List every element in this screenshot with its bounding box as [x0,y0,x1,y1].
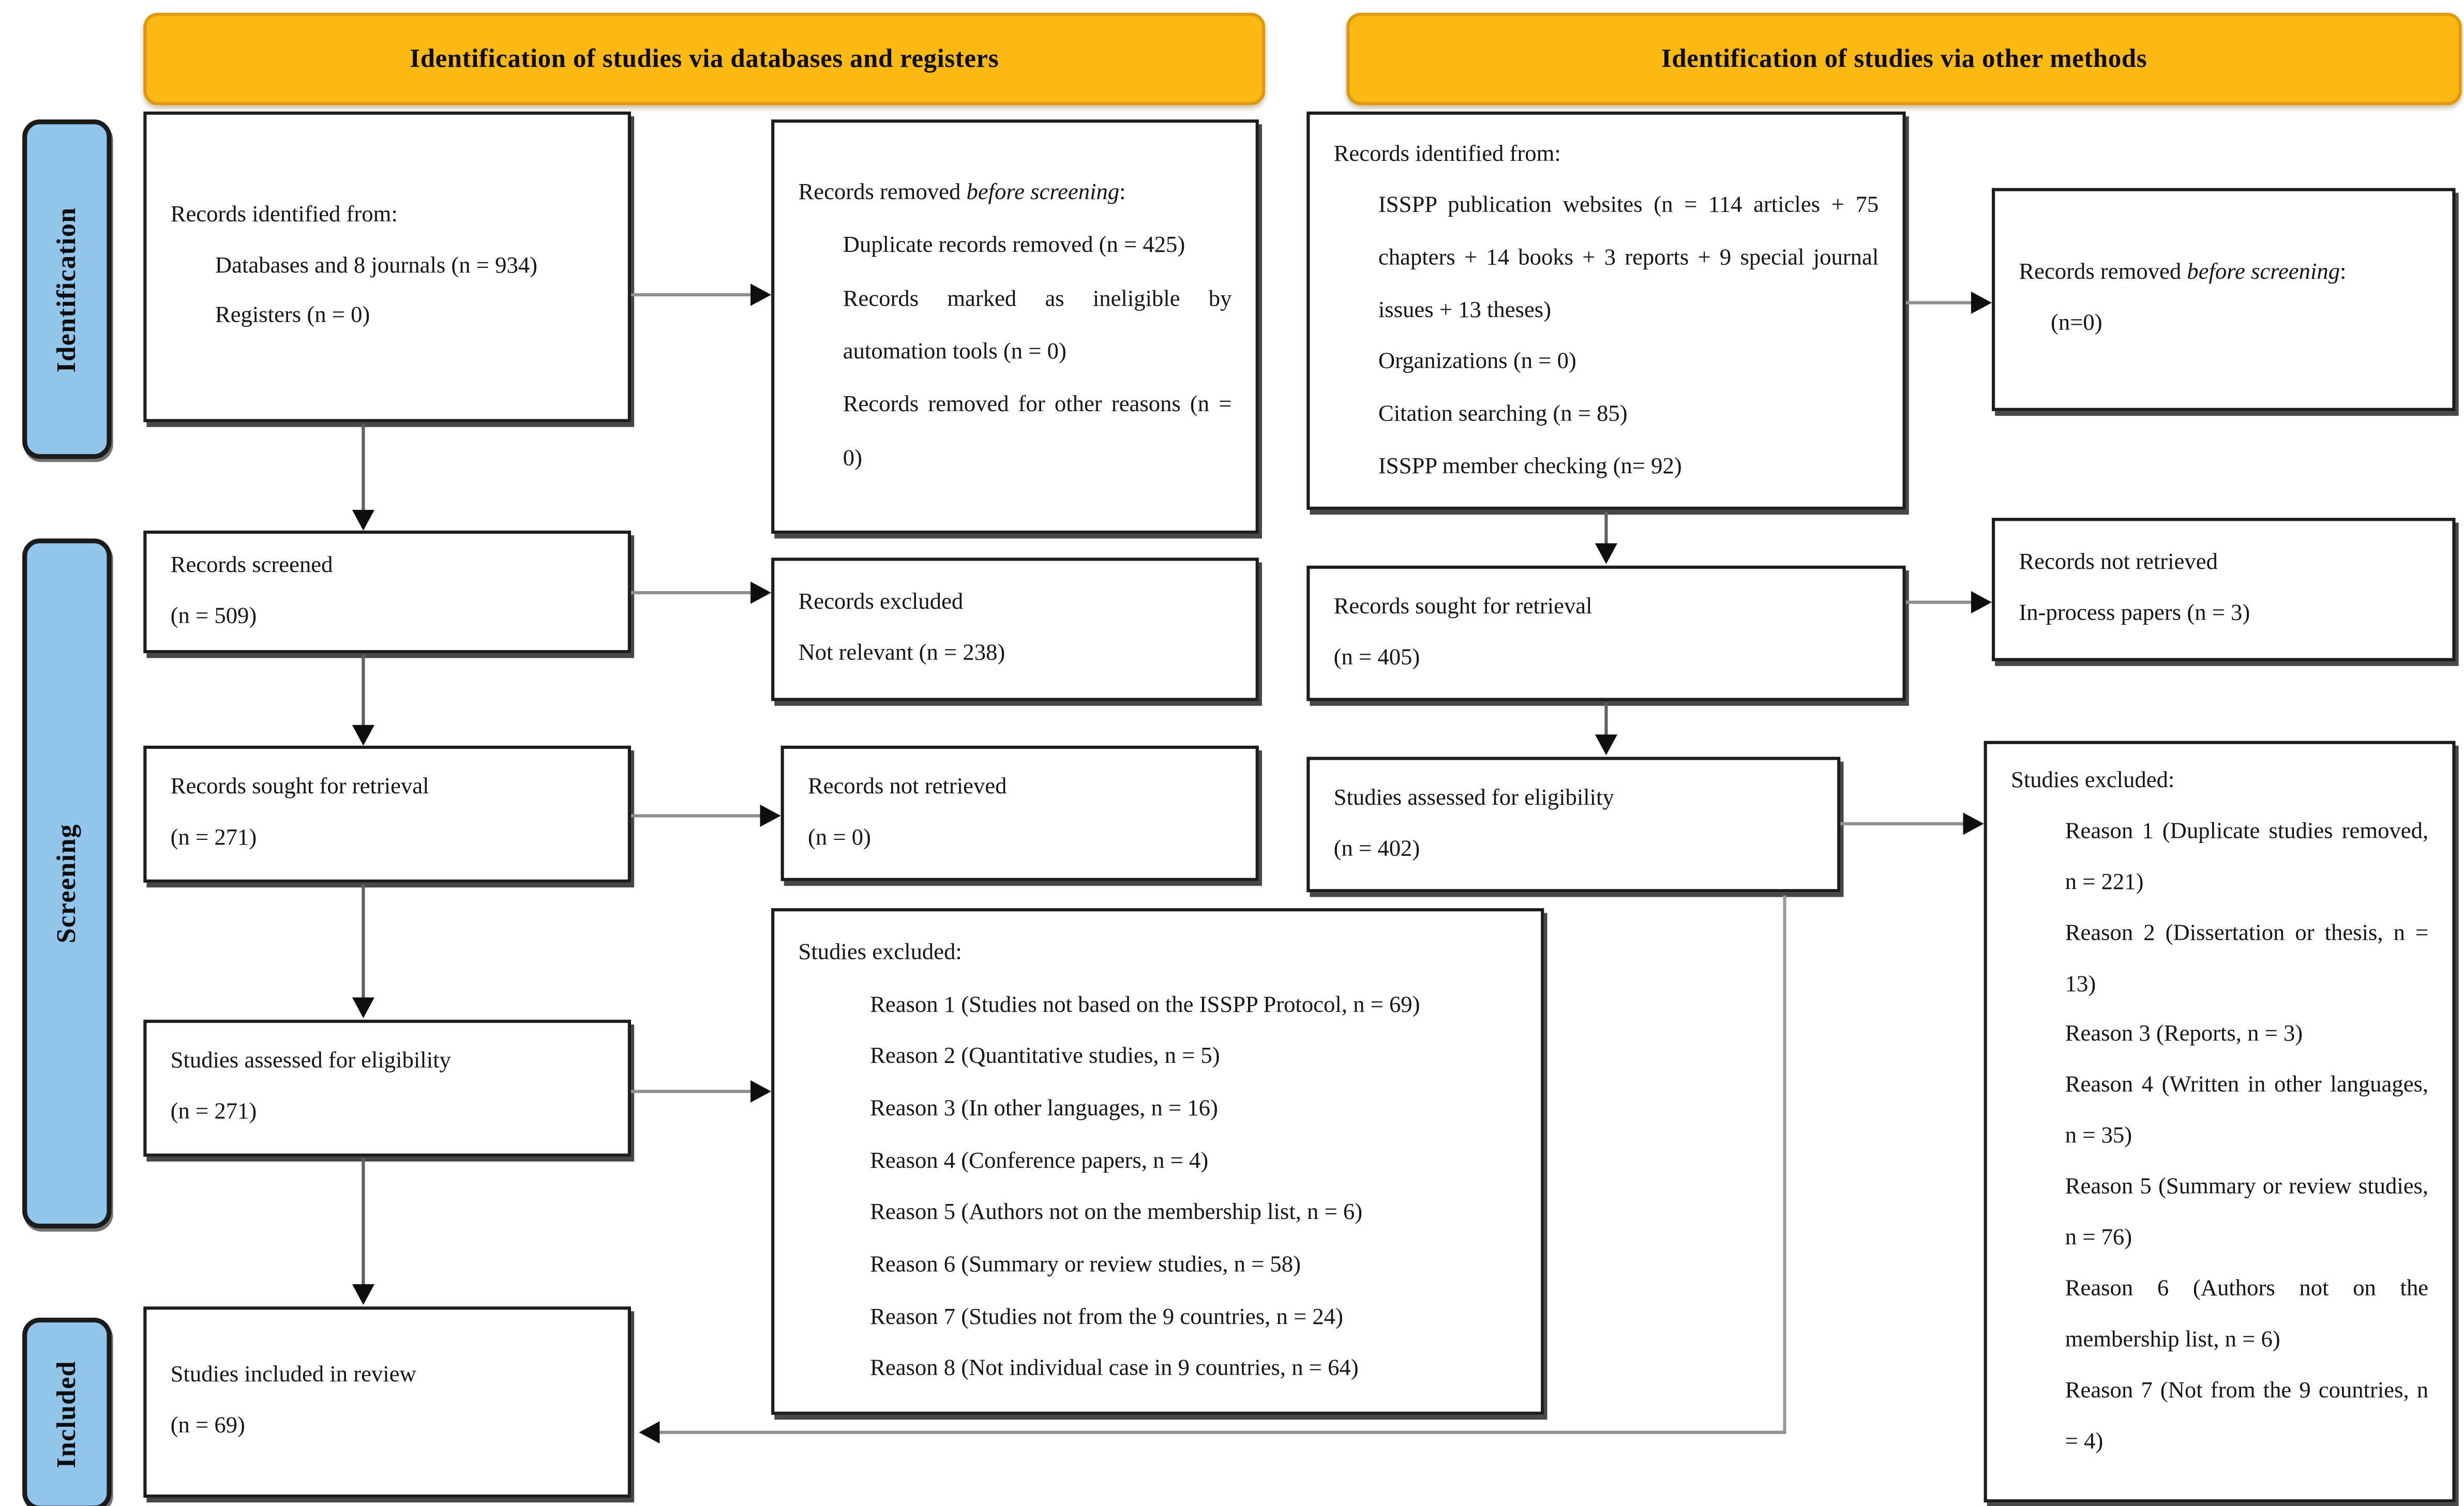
box-count: (n = 271) [170,825,257,851]
box-line: Records sought for retrieval [1333,594,1592,620]
box-title: Records identified from: [1333,141,1561,167]
box-line: Databases and 8 journals (n = 934) [215,252,538,279]
exclusion-reason: Reason 3 (In other languages, n = 16) [870,1096,1218,1122]
exclusion-reason: Reason 4 (Written in other languages, n … [2065,1073,2429,1149]
box-records-identified-databases: Records identified from: Databases and 8… [143,111,631,423]
box-line: Records marked as ineligible by automati… [843,286,1232,365]
box-count: (n=0) [2050,310,2102,337]
box-count: (n = 405) [1333,644,1420,670]
banner-other-methods: Identification of studies via other meth… [1346,12,2462,106]
box-studies-excluded-other: Studies excluded: Reason 1 (Duplicate st… [1984,741,2456,1503]
box-line: Studies assessed for eligibility [1333,785,1614,811]
exclusion-reason: Reason 5 (Authors not on the membership … [870,1200,1363,1226]
box-records-sought-db: Records sought for retrieval (n = 271) [143,745,631,883]
arrow-down-icon [352,725,374,746]
box-count: (n = 69) [170,1413,245,1439]
stage-label-identification: Identification [51,206,82,372]
box-line: Records screened [170,552,333,578]
arrow-right-icon [1971,591,1992,614]
box-records-removed-before-screening-db: Records removed before screening: Duplic… [771,119,1259,534]
box-studies-included: Studies included in review (n = 69) [143,1306,631,1498]
box-title: Records removed before screening: [798,180,1126,206]
arrow-right-icon [760,804,781,827]
exclusion-reason: Reason 7 (Not from the 9 countries, n = … [2065,1377,2429,1454]
box-records-screened: Records screened (n = 509) [143,530,631,654]
arrow-down-icon [352,1284,374,1305]
arrow-down-icon [1595,734,1618,756]
box-studies-assessed-other: Studies assessed for eligibility (n = 40… [1306,757,1841,893]
arrow-right-icon [750,581,772,604]
exclusion-reason: Reason 5 (Summary or review studies, n =… [2065,1174,2429,1251]
box-line: Citation searching (n = 85) [1378,401,1628,427]
exclusion-reason: Reason 2 (Quantitative studies, n = 5) [870,1044,1220,1070]
box-line: ISSPP publication websites (n = 114 arti… [1378,193,1879,323]
arrow-right-icon [1963,812,1984,835]
box-records-not-retrieved-db: Records not retrieved (n = 0) [780,745,1259,881]
box-count: (n = 0) [807,824,871,850]
box-count: (n = 402) [1333,835,1420,862]
box-line: Records not retrieved [807,774,1007,800]
box-line: Registers (n = 0) [215,303,370,329]
box-studies-excluded-db: Studies excluded: Reason 1 (Studies not … [771,908,1544,1415]
box-line: Organizations (n = 0) [1378,349,1576,375]
arrow-down-icon [1595,543,1618,564]
box-records-sought-other: Records sought for retrieval (n = 405) [1306,565,1906,701]
exclusion-reason: Reason 4 (Conference papers, n = 4) [870,1148,1209,1174]
exclusion-reason: Reason 7 (Studies not from the 9 countri… [870,1304,1343,1330]
box-studies-assessed-db: Studies assessed for eligibility (n = 27… [143,1019,631,1157]
box-line: Records sought for retrieval [170,775,429,801]
exclusion-reason: Reason 8 (Not individual case in 9 count… [870,1356,1359,1382]
box-title: Studies excluded: [798,940,962,966]
exclusion-reason: Reason 6 (Summary or review studies, n =… [870,1252,1301,1278]
exclusion-reason: Reason 1 (Studies not based on the ISSPP… [870,992,1420,1018]
stage-tab-screening: Screening [22,538,112,1229]
box-line: Records excluded [798,590,964,616]
arrow-down-icon [352,509,374,531]
arrow-down-icon [352,997,374,1018]
box-count: In-process papers (n = 3) [2019,600,2250,626]
stage-tab-identification: Identification [22,119,112,459]
arrow-left-icon [639,1421,660,1444]
box-records-removed-before-screening-other: Records removed before screening: (n=0) [1992,188,2456,411]
box-records-identified-other: Records identified from: ISSPP publicati… [1306,111,1906,510]
arrow-right-icon [1971,291,1992,314]
stage-tab-included: Included [22,1317,112,1506]
box-records-not-retrieved-other: Records not retrieved In-process papers … [1992,518,2456,661]
stage-label-screening: Screening [51,823,82,943]
arrow-right-icon [750,1080,772,1103]
exclusion-reason: Reason 1 (Duplicate studies removed, n =… [2065,819,2429,895]
box-title: Studies excluded: [2010,767,2175,794]
box-records-excluded: Records excluded Not relevant (n = 238) [771,558,1259,701]
box-title: Records identified from: [170,202,398,228]
box-title: Records removed before screening: [2019,260,2347,286]
box-count: (n = 509) [170,603,257,629]
box-line: ISSPP member checking (n= 92) [1378,453,1682,479]
box-count: Not relevant (n = 238) [798,640,1005,666]
banner-databases-registers: Identification of studies via databases … [143,12,1266,106]
box-line: Records not retrieved [2019,550,2218,576]
exclusion-reason: Reason 2 (Dissertation or thesis, n = 13… [2065,920,2429,997]
box-line: Records removed for other reasons (n = 0… [843,392,1232,471]
box-line: Duplicate records removed (n = 425) [843,233,1185,259]
exclusion-reason: Reason 3 (Reports, n = 3) [2065,1022,2303,1048]
box-line: Studies included in review [170,1363,416,1389]
box-count: (n = 271) [170,1099,257,1125]
arrow-right-icon [750,283,772,306]
box-line: Studies assessed for eligibility [170,1049,451,1075]
exclusion-reason: Reason 6 (Authors not on the membership … [2065,1276,2429,1352]
stage-label-included: Included [51,1360,82,1468]
